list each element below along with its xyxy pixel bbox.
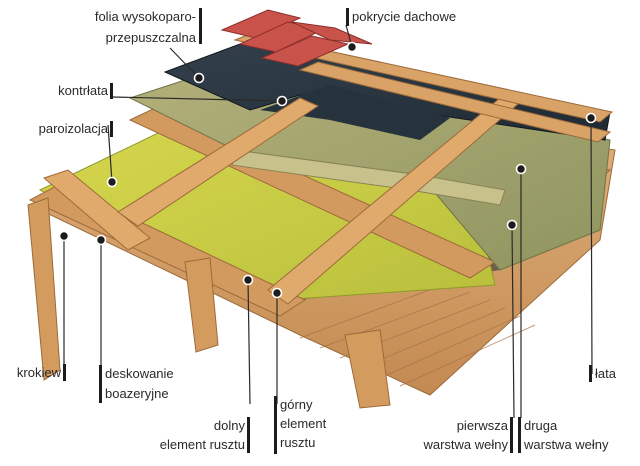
dot-dolny (242, 274, 254, 286)
label-pokrycie: pokrycie dachowe (352, 9, 457, 24)
dot-pokrycie (346, 41, 358, 53)
dot-krokiew (58, 230, 70, 242)
label-dolny: dolny element rusztu (160, 418, 245, 453)
leader-lines (63, 24, 593, 419)
label-druga: druga warstwa wełny (524, 418, 609, 453)
label-krokiew: krokiew (16, 365, 61, 380)
label-folia: folia wysokoparo- przepuszczalna (95, 9, 196, 46)
label-folia-line1: folia wysokoparo- (94, 9, 196, 24)
membrane-flap (260, 85, 450, 140)
label-druga-line1: druga (524, 418, 558, 433)
label-paroizolacja: paroizolacja (38, 121, 108, 136)
bar-folia (199, 8, 202, 44)
bar-gorny (274, 396, 277, 454)
dot-druga (515, 163, 527, 175)
dot-pierwsza (506, 219, 518, 231)
label-deskowanie: deskowanie boazeryjne (105, 366, 174, 402)
upper-grate (43, 97, 519, 305)
label-gorny: górny element rusztu (280, 397, 326, 451)
label-dolny-line1: dolny (213, 418, 245, 433)
label-deskowanie-line2: boazeryjne (105, 386, 169, 401)
label-pierwsza-line1: pierwsza (456, 418, 508, 433)
marker-dots (58, 41, 597, 299)
bar-druga (518, 417, 521, 453)
label-druga-line2: warstwa wełny (524, 437, 609, 452)
bar-paroizolacja (110, 121, 113, 137)
label-pierwsza-line2: warstwa wełny (423, 437, 508, 452)
bar-krokiew (63, 364, 66, 381)
dot-folia (193, 72, 205, 84)
label-gorny-line3: rusztu (280, 435, 316, 450)
bar-kontrlata (110, 83, 113, 99)
rafters (27, 197, 391, 409)
label-kontrlata: kontrłata (58, 83, 108, 98)
dot-kontrlata (276, 95, 288, 107)
bar-lata (589, 365, 592, 382)
bar-pokrycie (346, 8, 349, 26)
label-folia-line2: przepuszczalna (105, 30, 196, 45)
bar-dolny (247, 417, 250, 453)
label-pierwsza: pierwsza warstwa wełny (423, 418, 508, 453)
label-lata: łata (595, 366, 616, 381)
dot-lata (585, 112, 597, 124)
dot-paroizolacja (106, 176, 118, 188)
battens (233, 33, 614, 143)
label-gorny-line1: górny (280, 397, 313, 412)
dot-gorny (271, 287, 283, 299)
label-dolny-line2: element rusztu (159, 437, 245, 452)
bar-deskowanie (99, 365, 102, 403)
roof-tiles (220, 9, 373, 67)
bar-pierwsza (510, 417, 513, 453)
label-deskowanie-line1: deskowanie (105, 366, 174, 381)
dot-deskowanie (95, 234, 107, 246)
label-gorny-line2: element (280, 416, 327, 431)
